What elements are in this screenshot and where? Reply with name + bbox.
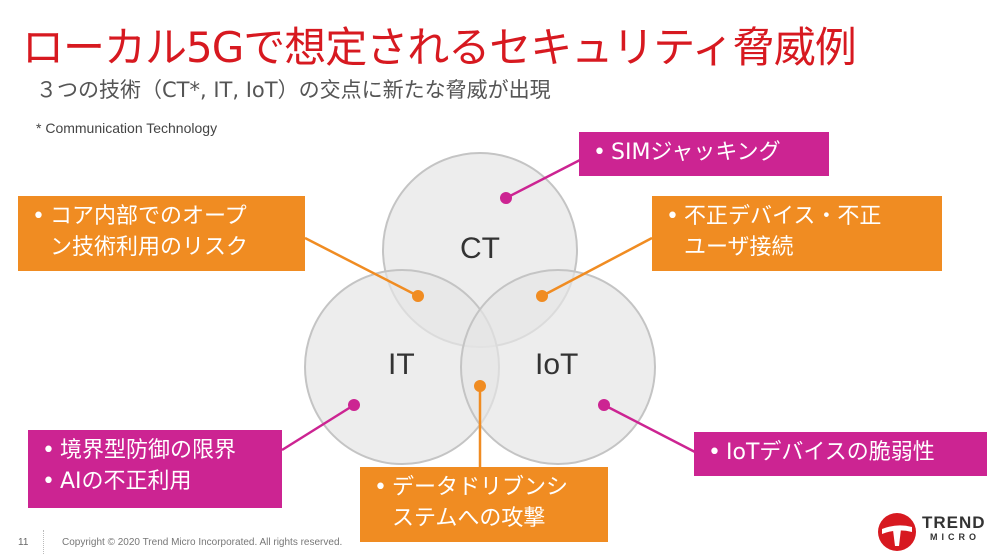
bullet: • [374,475,387,500]
copyright: Copyright © 2020 Trend Micro Incorporate… [62,537,343,548]
dot-data [474,380,486,392]
bullet: • [32,204,45,229]
label-ct: CT [460,232,500,265]
threat-sim-jacking: •SIMジャッキング [579,132,829,176]
logo-text-trend: TREND [922,513,986,532]
threat-data-driven: •データドリブンシ ステムへの攻撃 [360,467,608,542]
footnote: * Communication Technology [36,120,218,136]
threat-iot-vulnerability: •IoTデバイスの脆弱性 [694,432,987,476]
label-iot: IoT [535,348,579,381]
slide-subtitle: ３つの技術（CT*, IT, IoT）の交点に新たな脅威が出現 [36,78,551,102]
threat-text: データドリブンシ [392,475,569,500]
dot-device [536,290,548,302]
threat-unauthorized-device: •不正デバイス・不正 ユーザ接続 [652,196,942,271]
circle-iot [460,269,656,465]
bullet: • [42,438,55,463]
footer-divider [43,530,44,554]
threat-text: ユーザ接続 [684,235,794,260]
bullet: • [708,440,721,465]
threat-text: IoTデバイスの脆弱性 [726,440,935,465]
threat-text: コア内部でのオープ [50,204,247,229]
page-number: 11 [18,537,29,548]
threat-boundary-defense: •境界型防御の限界 •AIの不正利用 [28,430,282,508]
dot-boundary [348,399,360,411]
label-it: IT [388,348,415,381]
trend-micro-logo-icon [878,513,916,551]
connector-core [304,236,419,298]
threat-text: AIの不正利用 [60,469,192,494]
dot-iotdev [598,399,610,411]
connector-boundary [281,403,355,452]
bullet: • [42,469,55,494]
dot-sim [500,192,512,204]
logo-text-micro: MICRO [930,532,980,542]
threat-text: 境界型防御の限界 [60,438,237,463]
threat-text: ステムへの攻撃 [392,506,546,531]
threat-text: SIMジャッキング [611,140,781,165]
threat-text: ン技術利用のリスク [50,235,249,260]
threat-text: 不正デバイス・不正 [684,204,882,229]
logo-wordmark: TREND MICRO [922,514,986,543]
connector-device [541,236,653,298]
slide-title: ローカル5Gで想定されるセキュリティ脅威例 [22,23,857,72]
bullet: • [666,204,679,229]
connector-sim [505,158,581,200]
bullet: • [593,140,606,165]
threat-core-open-tech: •コア内部でのオープ ン技術利用のリスク [18,196,305,271]
connector-iotdev [603,403,696,454]
dot-core [412,290,424,302]
